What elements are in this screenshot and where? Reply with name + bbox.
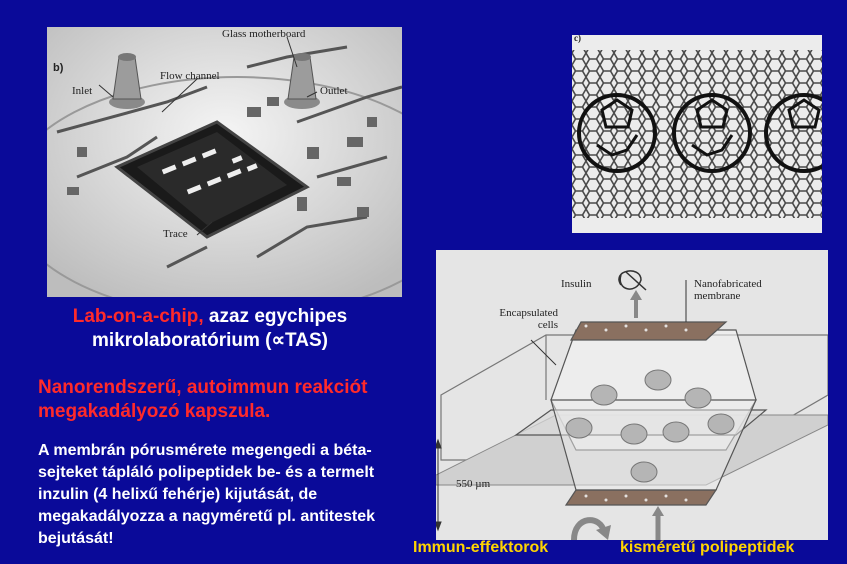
flow-channel-label: Flow channel [160,70,220,82]
glass-motherboard-label: Glass motherboard [222,28,306,40]
capsule-diagram: Insulin Nanofabricated membrane Encapsul… [436,250,828,540]
small-peptides-label: kisméretű polipeptidek [620,539,795,556]
nano-capsule-heading: Nanorendszerű, autoimmun reakciót megaka… [38,377,368,422]
immune-effectors-label: Immun-effektorok [413,539,549,556]
scale-label: 550 µm [456,478,491,490]
panel-label-b: b) [53,62,64,74]
inlet-label: Inlet [72,85,93,97]
membrane-label: Nanofabricated membrane [694,278,762,302]
trace-label: Trace [163,228,188,240]
chip-illustration [47,27,402,297]
encapsulated-cells-label: Encapsulated cells [499,307,558,331]
lab-on-chip-photo: b) Glass motherboard Inlet Flow channel … [47,27,402,297]
nanotube-image: c) [572,35,822,233]
membrane-description: A membrán pórusmérete megengedi a béta-s… [38,442,376,547]
nanotube-illustration [572,35,822,233]
lab-on-chip-caption: Lab-on-a-chip, azaz egychipes mikrolabor… [20,305,400,353]
lab-on-chip-rest-text: azaz egychipes [203,306,348,327]
lab-on-chip-line2: mikrolaboratórium (∝TAS) [92,330,328,351]
outlet-label: Outlet [320,85,348,97]
panel-label-c: c) [574,35,581,43]
lab-on-chip-red-text: Lab-on-a-chip, [72,306,204,327]
capsule-illustration [436,250,828,540]
insulin-label: Insulin [561,278,592,290]
